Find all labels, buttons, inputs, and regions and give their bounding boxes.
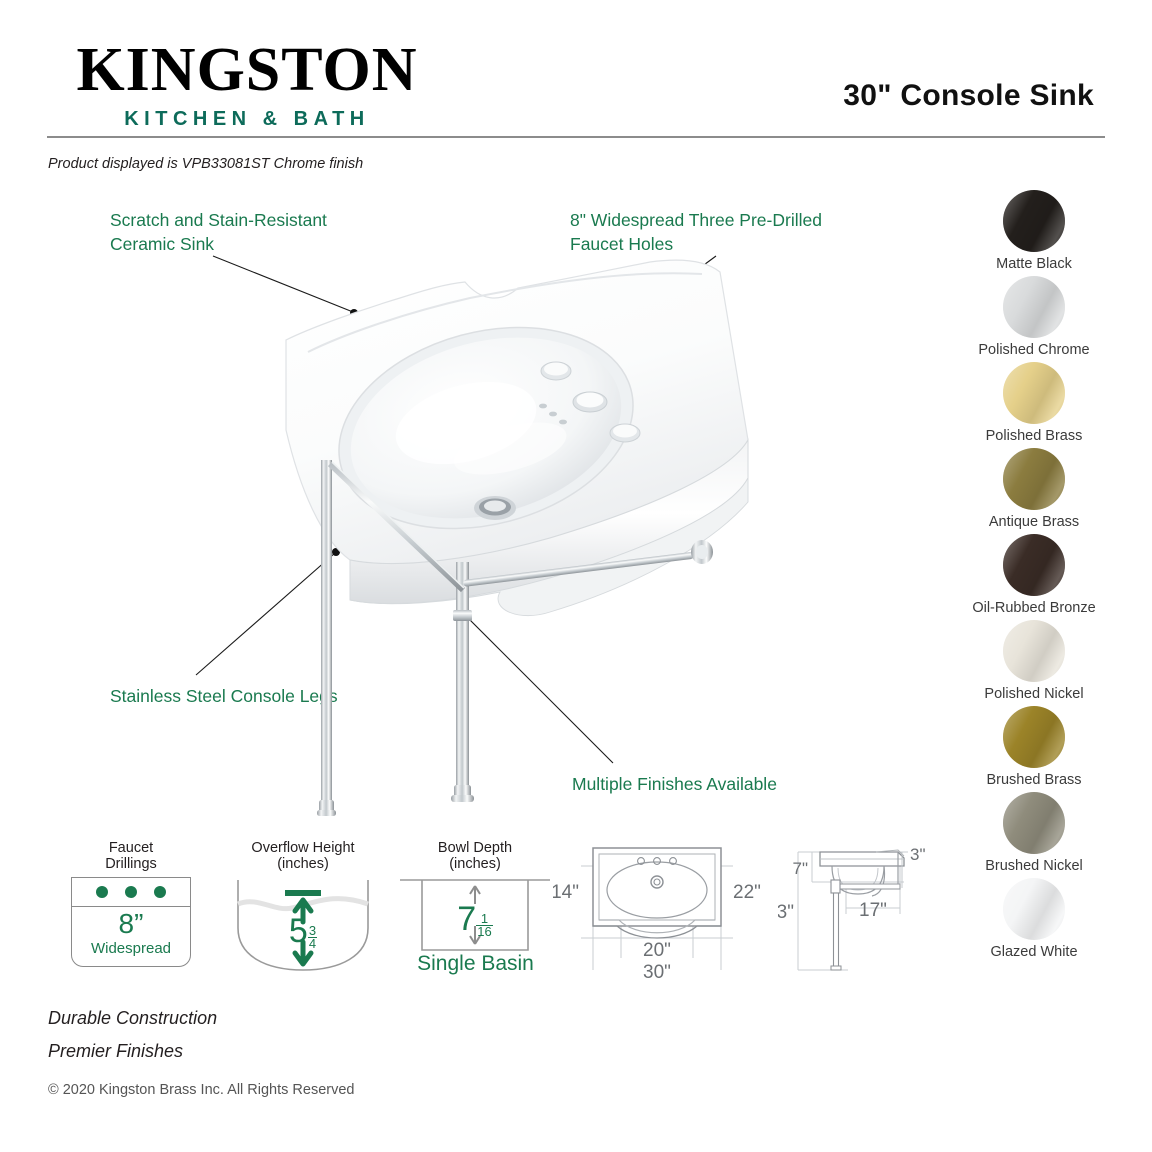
header-divider [47,136,1105,138]
brand-tagline: KITCHEN & BATH [124,108,370,130]
finish-option[interactable]: Matte Black [960,190,1108,273]
overflow-denominator: 4 [308,936,317,952]
bowl-basin-label: Single Basin [417,952,534,975]
footer-premier-finishes: Premier Finishes [48,1041,184,1061]
finish-label: Brushed Brass [986,772,1082,788]
spec-overflow-title: Overflow Height (inches) [251,840,355,872]
copyright-notice: © 2020 Kingston Brass Inc. All Rights Re… [48,1082,355,1098]
finish-swatch-icon[interactable] [1003,878,1065,940]
finish-swatch-icon[interactable] [1003,362,1065,424]
console-leg-front [451,562,474,802]
towel-bar [463,540,713,587]
console-leg-left [317,460,336,816]
page-title: 30" Console Sink [843,79,1094,112]
dim-top-outer-bottom-label: 30" [643,962,671,983]
brand-name: KINGSTON [76,36,418,104]
drillings-diagram: 8” Widespread [71,877,191,967]
spec-faucet-drillings: Faucet Drillings 8” Widespread [66,840,196,967]
finish-label: Polished Chrome [978,342,1090,358]
overflow-whole: 5 [288,912,308,950]
dim-side-upper-left-label: 7" [793,859,809,878]
finish-label: Brushed Nickel [985,858,1083,874]
drilling-hole-dot [125,886,137,898]
dim-side-overall-left-label: 33" [778,902,794,923]
finish-swatch-icon[interactable] [1003,620,1065,682]
bowl-denominator: 16 [477,924,492,940]
dim-top-inner-bottom-label: 20" [643,940,671,961]
drillings-sublabel: Widespread [90,940,172,957]
finish-label: Antique Brass [988,514,1080,530]
dim-top-left-label: 14" [553,882,579,903]
callout-faucet-holes: 8" Widespread Three Pre-Drilled Faucet H… [570,210,822,254]
displayed-product-note: Product displayed is VPB33081ST Chrome f… [48,156,364,172]
dim-side-depth-label: 17" [859,900,887,921]
bowl-numerator: 1 [476,912,493,927]
callout-ceramic-sink: Scratch and Stain-Resistant Ceramic Sink [110,210,327,254]
finish-option[interactable]: Brushed Nickel [960,792,1108,875]
drilling-holes [72,886,190,898]
brand-logo: KINGSTON KITCHEN & BATH [47,38,447,130]
drilling-hole-dot [154,886,166,898]
dim-side-top-right-label: 3" [910,845,926,864]
drillings-value: 8” [118,908,144,939]
finish-option[interactable]: Polished Nickel [960,620,1108,703]
finish-swatch-icon[interactable] [1003,276,1065,338]
spec-bowl-title: Bowl Depth (inches) [437,840,513,872]
overflow-diagram [237,880,369,971]
bowl-depth-diagram [400,879,550,951]
finish-label: Oil-Rubbed Bronze [972,600,1096,616]
finish-label: Glazed White [990,944,1078,960]
bowl-whole: 7 [457,900,477,938]
finish-label: Polished Brass [985,428,1083,444]
dimension-diagram-side-view: 3" 7" 33" 17" [778,845,926,971]
spec-drillings-title: Faucet Drillings [105,840,157,872]
finish-swatch-icon[interactable] [1003,792,1065,854]
finish-option[interactable]: Antique Brass [960,448,1108,531]
product-photo-console-sink [285,259,749,816]
drillings-divider [72,906,190,908]
overflow-numerator: 3 [307,923,318,939]
dimension-diagram-top-view: 14" 22" 20" 30" [553,847,761,983]
finish-swatch-icon[interactable] [1003,706,1065,768]
finish-swatch-icon[interactable] [1003,448,1065,510]
finish-option[interactable]: Polished Chrome [960,276,1108,359]
finish-option[interactable]: Oil-Rubbed Bronze [960,534,1108,617]
finish-label: Polished Nickel [984,686,1084,702]
footer-durable-construction: Durable Construction [48,1008,218,1028]
finish-swatch-icon[interactable] [1003,534,1065,596]
dim-top-right-label: 22" [733,882,761,903]
finish-label: Matte Black [996,256,1072,272]
callout-multiple-finishes: Multiple Finishes Available [572,774,777,794]
finish-swatch-icon[interactable] [1003,190,1065,252]
finish-option[interactable]: Brushed Brass [960,706,1108,789]
drilling-hole-dot [96,886,108,898]
finish-option[interactable]: Polished Brass [960,362,1108,445]
finish-option[interactable]: Glazed White [960,878,1108,961]
